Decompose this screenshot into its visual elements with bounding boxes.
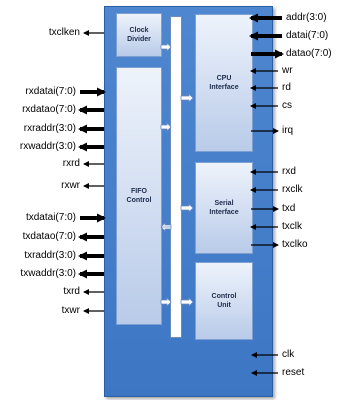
signal-label-addr-3-0: addr(3:0) — [286, 12, 327, 23]
connector-bus-serial — [180, 203, 194, 213]
signal-label-reset: reset — [282, 367, 305, 378]
connector-bus-cpu — [180, 93, 194, 103]
clock-divider-block: Clock Divider — [116, 13, 162, 57]
signal-label-rd: rd — [282, 82, 291, 93]
signal-label-txd: txd — [282, 203, 296, 214]
signal-label-rxclk: rxclk — [282, 184, 303, 195]
signal-label-rxdatao-7-0: rxdatao(7:0) — [22, 104, 76, 115]
fifo-control-block: FIFO Control — [116, 67, 162, 325]
signal-label-irq: irq — [282, 125, 294, 136]
signal-label-txwr: txwr — [61, 305, 80, 316]
signal-label-txclk: txclk — [282, 221, 302, 232]
internal-bus — [170, 16, 182, 338]
signal-label-txclken: txclken — [48, 27, 80, 38]
cpu-interface-label: CPU Interface — [209, 75, 239, 91]
connector-fifo-bus-2 — [160, 222, 172, 232]
serial-interface-label: Serial Interface — [209, 200, 239, 216]
signal-label-txclko: txclko — [282, 239, 308, 250]
signal-label-cs: cs — [282, 100, 292, 111]
connector-bus-control — [180, 297, 194, 307]
signal-label-rxraddr-3-0: rxraddr(3:0) — [23, 123, 76, 134]
signal-label-wr: wr — [282, 65, 293, 76]
connector-fifo-bus-1 — [160, 122, 172, 132]
connector-fifo-bus-3 — [160, 297, 172, 307]
signal-label-txrd: txrd — [63, 286, 80, 297]
clock-divider-label: Clock Divider — [127, 27, 151, 43]
signal-label-rxwaddr-3-0: rxwaddr(3:0) — [19, 141, 76, 152]
internal-connectors — [160, 42, 194, 307]
signal-label-txdatai-7-0: txdatai(7:0) — [25, 212, 76, 223]
signal-label-rxrd: rxrd — [62, 158, 80, 169]
signal-label-rxd: rxd — [282, 166, 296, 177]
signal-label-txwaddr-3-0: txwaddr(3:0) — [20, 268, 76, 279]
serial-interface-block: Serial Interface — [195, 162, 253, 254]
control-unit-label: Control Unit — [211, 293, 237, 309]
signal-label-txraddr-3-0: txraddr(3:0) — [24, 250, 76, 261]
signal-label-rxdatai-7-0: rxdatai(7:0) — [25, 86, 76, 97]
cpu-interface-block: CPU Interface — [195, 14, 253, 152]
signal-label-datao-7-0: datao(7:0) — [286, 48, 332, 59]
control-unit-block: Control Unit — [195, 262, 253, 340]
connector-clock-bus — [160, 42, 172, 52]
signal-label-rxwr: rxwr — [61, 180, 80, 191]
signal-label-txdatao-7-0: txdatao(7:0) — [22, 231, 76, 242]
signal-label-clk: clk — [282, 349, 295, 360]
signal-label-datai-7-0: datai(7:0) — [286, 30, 329, 41]
fifo-control-label: FIFO Control — [126, 188, 152, 204]
